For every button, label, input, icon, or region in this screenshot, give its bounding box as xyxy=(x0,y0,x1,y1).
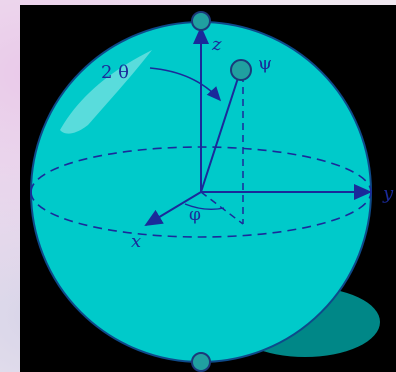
x-axis-label: x xyxy=(131,231,141,252)
equator-front xyxy=(30,191,372,238)
state-point xyxy=(230,59,252,81)
z-axis-label: z xyxy=(211,34,222,55)
y-axis-label: y xyxy=(382,183,394,204)
phi-label: φ xyxy=(189,205,201,225)
psi-label: ψ xyxy=(258,53,272,74)
south-pole-dot xyxy=(191,352,211,372)
theta-arrow xyxy=(149,67,222,102)
state-vector xyxy=(200,77,239,193)
phi-arc xyxy=(184,203,225,211)
x-axis xyxy=(144,191,202,227)
theta-label: 2 θ xyxy=(101,62,129,83)
north-pole-dot xyxy=(191,11,211,31)
sphere-highlight xyxy=(60,50,152,134)
